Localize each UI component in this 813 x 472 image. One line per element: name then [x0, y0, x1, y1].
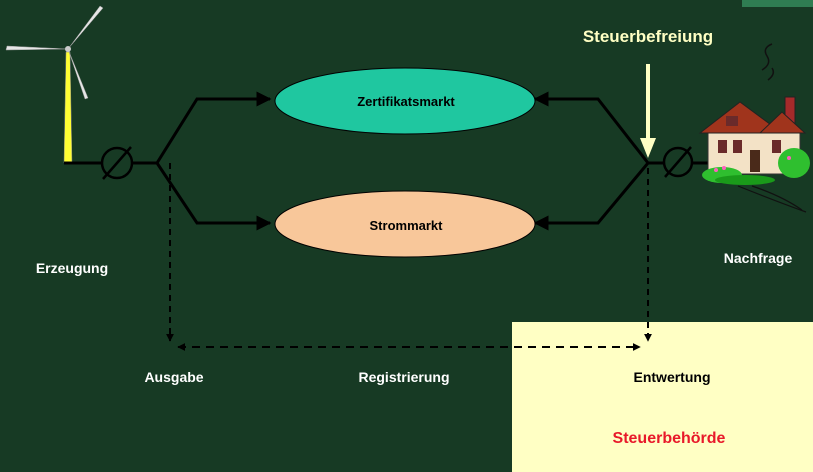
electricity-market-label: Strommarkt	[370, 218, 444, 233]
meter-icon	[662, 146, 694, 178]
certificate-market-ellipse	[274, 67, 536, 135]
authority-box	[512, 322, 813, 472]
top-accent-bar	[742, 0, 813, 7]
demand-label: Nachfrage	[724, 250, 793, 266]
tax-exemption-label: Steuerbefreiung	[583, 27, 713, 46]
meter-icon	[100, 146, 134, 180]
issuance-label: Ausgabe	[144, 369, 203, 385]
registration-label: Registrierung	[358, 369, 449, 385]
cancellation-label: Entwertung	[634, 369, 711, 385]
wind-turbine-icon	[5, 5, 104, 164]
certificate-market-label: Zertifikatsmarkt	[357, 94, 455, 109]
electricity-market-ellipse	[274, 190, 536, 258]
house-icon	[698, 43, 810, 213]
tax-authority-label: Steuerbehörde	[613, 430, 726, 447]
generation-label: Erzeugung	[36, 260, 108, 276]
